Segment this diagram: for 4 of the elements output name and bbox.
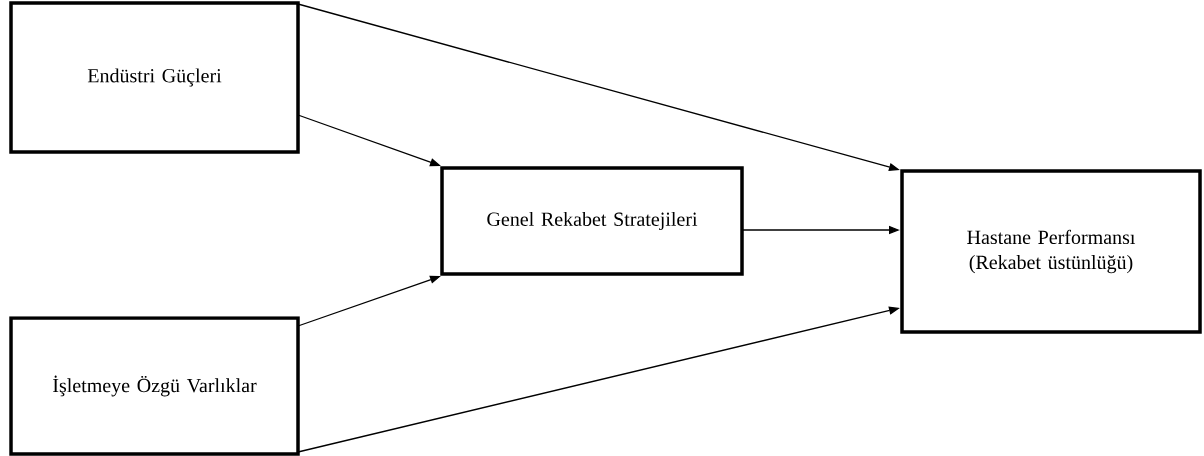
process-box: İşletmeye Özgü Varlıklar	[9, 316, 300, 456]
process-box: Genel Rekabet Stratejileri	[440, 166, 744, 276]
process-box: Hastane Performansı (Rekabet üstünlüğü)	[900, 169, 1202, 334]
process-box: Endüstri Güçleri	[9, 1, 300, 154]
